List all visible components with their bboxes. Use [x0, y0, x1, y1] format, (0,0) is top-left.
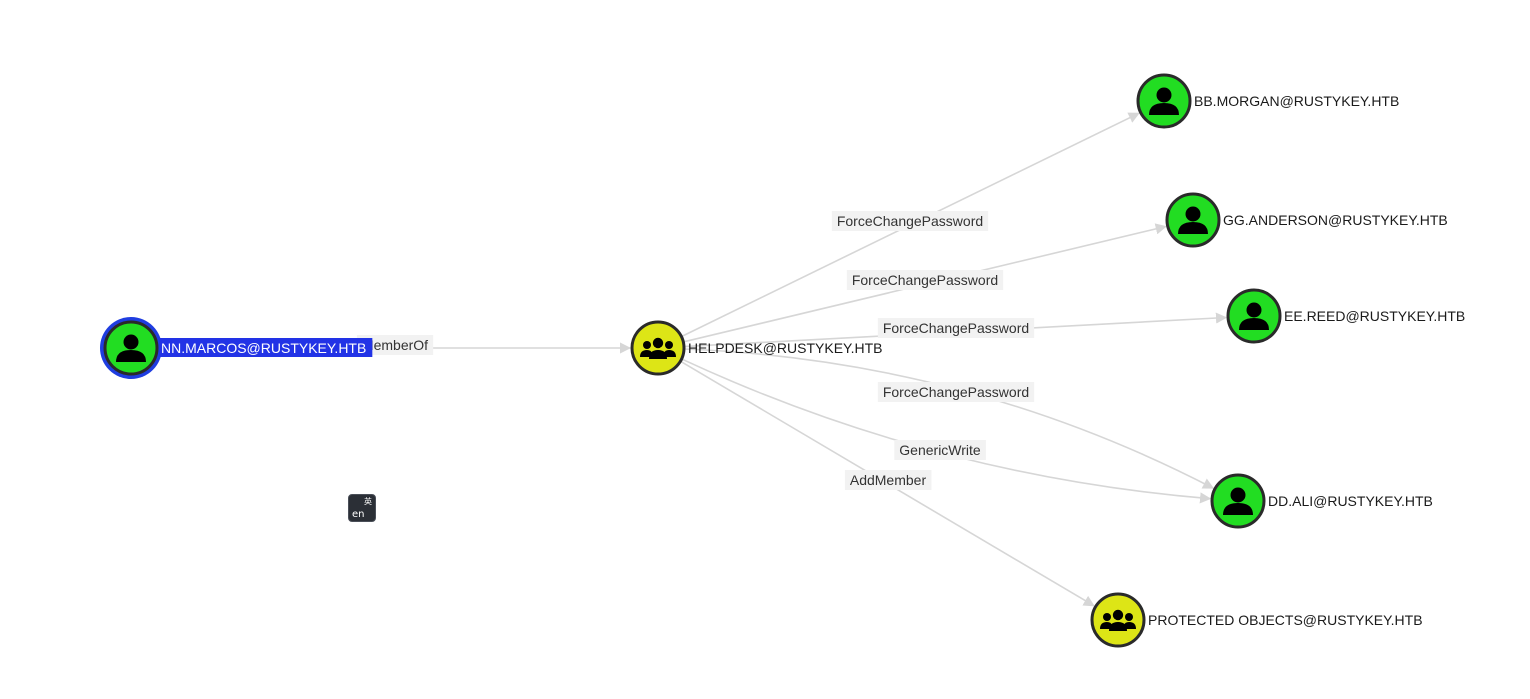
edge-label-background [831, 211, 989, 231]
selected-label-background [159, 338, 373, 357]
nodes-layer: NN.MARCOS@RUSTYKEY.HTB HELPDESK@RUSTYKEY.… [100, 73, 1465, 648]
user-icon [1149, 87, 1179, 115]
group-icon [1100, 609, 1136, 631]
node-gg-anderson[interactable]: GG.ANDERSON@RUSTYKEY.HTB [1165, 192, 1448, 248]
node-label: GG.ANDERSON@RUSTYKEY.HTB [1223, 212, 1448, 228]
node-label: PROTECTED OBJECTS@RUSTYKEY.HTB [1148, 612, 1423, 628]
edge-label[interactable]: ForceChangePassword [831, 211, 989, 231]
edge-label-text: ForceChangePassword [837, 213, 983, 229]
node-dd-ali[interactable]: DD.ALI@RUSTYKEY.HTB [1210, 473, 1433, 529]
edge-helpdesk-dd_ali-4[interactable] [683, 348, 1215, 489]
edge-label-text: AddMember [850, 472, 927, 488]
node-bb-morgan[interactable]: BB.MORGAN@RUSTYKEY.HTB [1136, 73, 1399, 129]
node-label: NN.MARCOS@RUSTYKEY.HTB [161, 340, 366, 356]
node-label: DD.ALI@RUSTYKEY.HTB [1268, 493, 1433, 509]
edge-label[interactable]: GenericWrite [894, 440, 986, 460]
edges-layer [157, 112, 1228, 607]
edge-label[interactable]: ForceChangePassword [877, 382, 1035, 402]
edge-label-background [844, 470, 932, 490]
user-icon [1239, 302, 1269, 330]
user-icon [116, 334, 146, 362]
edge-label-text: GenericWrite [899, 442, 981, 458]
edge-label[interactable]: AddMember [844, 470, 932, 490]
node-label: HELPDESK@RUSTYKEY.HTB [688, 340, 882, 356]
node-nn-marcos[interactable]: NN.MARCOS@RUSTYKEY.HTB [100, 317, 373, 379]
input-method-icon[interactable]: 英 en [348, 494, 376, 522]
ime-indicator-bottom: en [352, 509, 365, 520]
edge-label-background [877, 318, 1035, 338]
edge-helpdesk-dd_ali-5[interactable] [681, 358, 1212, 504]
edge-label[interactable]: MemberOf [356, 335, 434, 355]
edge-labels-layer: MemberOfForceChangePasswordForceChangePa… [356, 211, 1035, 490]
ime-indicator-top: 英 [364, 497, 372, 506]
edge-label-text: ForceChangePassword [883, 384, 1029, 400]
edge-label[interactable]: ForceChangePassword [877, 318, 1035, 338]
edge-label-background [894, 440, 986, 460]
edge-label-background [846, 270, 1004, 290]
group-icon [640, 337, 676, 359]
edge-label-background [356, 335, 434, 355]
node-ee-reed[interactable]: EE.REED@RUSTYKEY.HTB [1226, 288, 1465, 344]
node-label: BB.MORGAN@RUSTYKEY.HTB [1194, 93, 1399, 109]
edge-label-background [877, 382, 1035, 402]
edge-label-text: ForceChangePassword [883, 320, 1029, 336]
node-helpdesk[interactable]: HELPDESK@RUSTYKEY.HTB [630, 320, 882, 376]
node-protected-objects[interactable]: PROTECTED OBJECTS@RUSTYKEY.HTB [1090, 592, 1423, 648]
node-label: EE.REED@RUSTYKEY.HTB [1284, 308, 1465, 324]
user-icon [1223, 487, 1253, 515]
edge-label-text: MemberOf [362, 337, 428, 353]
edge-label-text: ForceChangePassword [852, 272, 998, 288]
user-icon [1178, 206, 1208, 234]
edge-label[interactable]: ForceChangePassword [846, 270, 1004, 290]
